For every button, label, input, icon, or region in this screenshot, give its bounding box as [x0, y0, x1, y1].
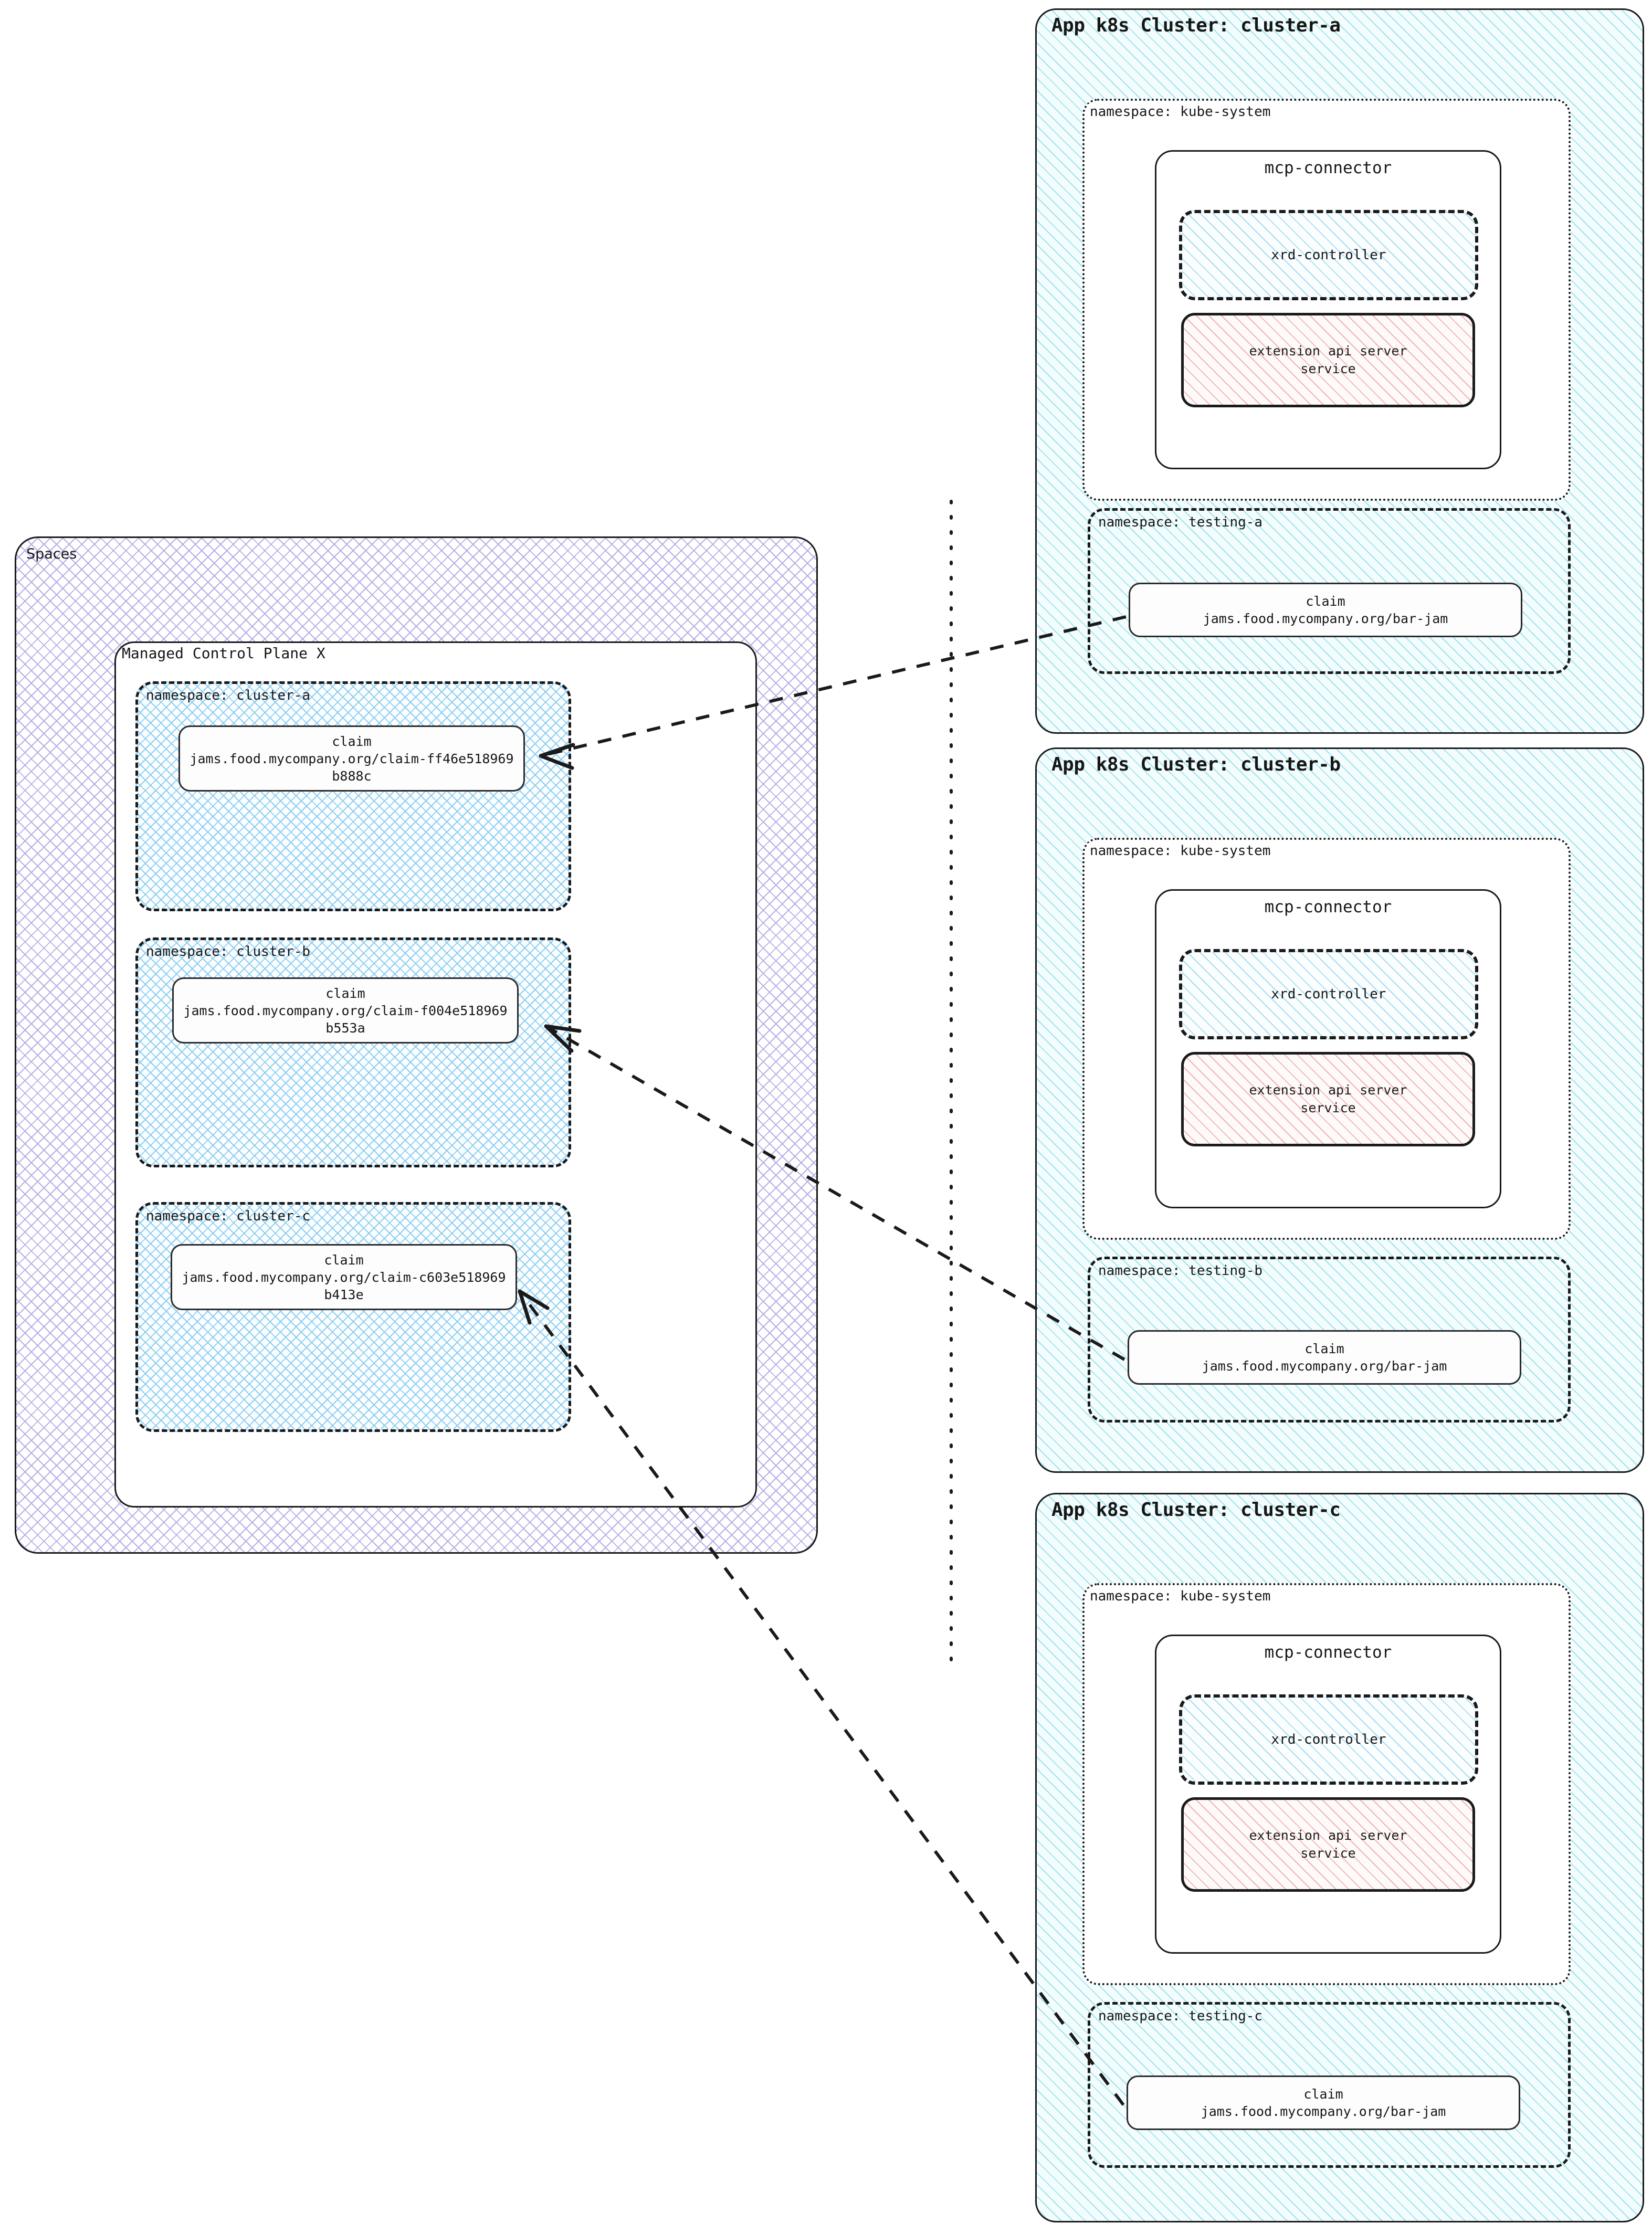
cluster-b-xrd-controller: xrd-controller	[1179, 949, 1478, 1039]
cluster-a-extension-api-server: extension api server service	[1181, 313, 1475, 407]
claim-cluster-b[interactable]: claim jams.food.mycompany.org/claim-f004…	[172, 977, 519, 1044]
cluster-c-title: App k8s Cluster: cluster-c	[1051, 1499, 1341, 1521]
cluster-c-kube-system-label: namespace: kube-system	[1088, 1588, 1273, 1604]
claim-name: jams.food.mycompany.org/claim-ff46e51896…	[190, 751, 514, 784]
cluster-a-extension-api-server-label: extension api server service	[1249, 343, 1407, 377]
claim-name: jams.food.mycompany.org/bar-jam	[1201, 2104, 1446, 2119]
claim-kind: claim	[332, 733, 372, 749]
cluster-c-mcp-connector-title: mcp-connector	[1264, 1643, 1392, 1662]
cluster-a-testing-namespace	[1088, 508, 1571, 674]
claim-cluster-a[interactable]: claim jams.food.mycompany.org/claim-ff46…	[178, 725, 525, 792]
cluster-c-xrd-controller-label: xrd-controller	[1271, 1732, 1386, 1747]
cluster-c-mcp-connector	[1155, 1635, 1501, 1954]
namespace-cluster-c	[135, 1202, 571, 1432]
managed-control-plane-label: Managed Control Plane X	[122, 645, 325, 662]
namespace-cluster-b	[135, 937, 571, 1167]
cluster-b-extension-api-server: extension api server service	[1181, 1052, 1475, 1146]
cluster-a-kube-system-label: namespace: kube-system	[1088, 104, 1273, 120]
claim-name: jams.food.mycompany.org/bar-jam	[1203, 611, 1448, 626]
cluster-a-title: App k8s Cluster: cluster-a	[1051, 15, 1341, 36]
claim-kind: claim	[1303, 2087, 1343, 2102]
claim-name: jams.food.mycompany.org/claim-f004e51896…	[183, 1003, 508, 1036]
cluster-c-testing-label: namespace: testing-c	[1098, 2008, 1263, 2024]
cluster-a-mcp-connector	[1155, 150, 1501, 469]
claim-kind: claim	[1304, 1341, 1344, 1356]
claim-kind: claim	[325, 985, 365, 1001]
claim-name: jams.food.mycompany.org/bar-jam	[1202, 1358, 1447, 1374]
cluster-b-xrd-controller-label: xrd-controller	[1271, 986, 1386, 1002]
claim-kind: claim	[324, 1252, 364, 1268]
cluster-c-xrd-controller: xrd-controller	[1179, 1694, 1478, 1785]
namespace-cluster-a-label: namespace: cluster-a	[146, 688, 311, 703]
cluster-b-testing-label: namespace: testing-b	[1098, 1263, 1263, 1279]
cluster-a-mcp-connector-title: mcp-connector	[1264, 159, 1392, 177]
cluster-b-kube-system-label: namespace: kube-system	[1088, 843, 1273, 859]
claim-testing-b[interactable]: claim jams.food.mycompany.org/bar-jam	[1128, 1330, 1521, 1385]
cluster-b-title: App k8s Cluster: cluster-b	[1051, 754, 1341, 775]
namespace-cluster-c-label: namespace: cluster-c	[146, 1208, 311, 1224]
cluster-b-mcp-connector-title: mcp-connector	[1264, 898, 1392, 916]
claim-name: jams.food.mycompany.org/claim-c603e51896…	[182, 1269, 506, 1302]
cluster-a-testing-label: namespace: testing-a	[1098, 514, 1263, 530]
claim-testing-a[interactable]: claim jams.food.mycompany.org/bar-jam	[1129, 583, 1522, 637]
namespace-cluster-b-label: namespace: cluster-b	[146, 944, 311, 960]
cluster-a-xrd-controller-label: xrd-controller	[1271, 247, 1386, 263]
claim-kind: claim	[1306, 594, 1345, 609]
cluster-b-mcp-connector	[1155, 889, 1501, 1208]
cluster-c-extension-api-server: extension api server service	[1181, 1797, 1475, 1892]
spaces-label: Spaces	[26, 546, 77, 562]
cluster-a-xrd-controller: xrd-controller	[1179, 210, 1478, 300]
cluster-b-extension-api-server-label: extension api server service	[1249, 1082, 1407, 1116]
claim-cluster-c[interactable]: claim jams.food.mycompany.org/claim-c603…	[171, 1244, 517, 1310]
namespace-cluster-a	[135, 681, 571, 911]
cluster-c-extension-api-server-label: extension api server service	[1249, 1827, 1407, 1861]
claim-testing-c[interactable]: claim jams.food.mycompany.org/bar-jam	[1127, 2075, 1520, 2130]
